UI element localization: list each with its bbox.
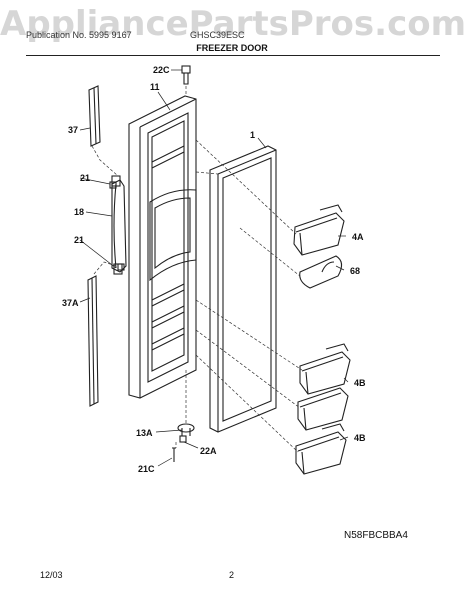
- callout-22a: 22A: [200, 446, 217, 456]
- callout-1: 1: [250, 130, 256, 140]
- page-title: FREEZER DOOR: [196, 43, 268, 53]
- callout-leaders: [79, 69, 349, 467]
- callout-37: 37: [68, 125, 79, 135]
- clip-upper: [109, 181, 117, 189]
- door-handle: [111, 175, 127, 275]
- diagram-id: N58FBCBBA4: [344, 530, 408, 541]
- hinge-bushing: [172, 423, 195, 462]
- door-bin-4b-2: [297, 387, 349, 431]
- trim-strip-top: [88, 85, 101, 147]
- callout-4b-upper: 4B: [354, 378, 366, 388]
- publication-number: Publication No. 5995 9167: [26, 30, 132, 40]
- callout-21-lower: 21: [74, 235, 85, 245]
- callout-21c: 21C: [138, 464, 155, 474]
- callout-37a: 37A: [62, 298, 79, 308]
- callout-18: 18: [74, 207, 85, 217]
- header-rule: [26, 55, 440, 56]
- callout-11: 11: [150, 82, 160, 92]
- door-bin-4a: [293, 204, 345, 256]
- door-gasket: [209, 145, 277, 433]
- callout-4b-lower: 4B: [354, 433, 366, 443]
- callout-13a: 13A: [136, 428, 153, 438]
- watermark: AppliancePartsPros.com: [0, 4, 464, 44]
- part-68: [299, 255, 343, 289]
- page-number: 2: [229, 570, 235, 580]
- callout-22c: 22C: [153, 65, 170, 75]
- callout-21-upper: 21: [80, 173, 91, 183]
- callout-4a: 4A: [352, 232, 364, 242]
- trim-strip-bottom: [87, 275, 99, 407]
- door-bin-4b-3: [295, 423, 347, 475]
- screw-22c: [181, 65, 191, 85]
- door-bin-4b-1: [299, 343, 351, 395]
- footer-date: 12/03: [40, 570, 63, 580]
- callout-68: 68: [350, 266, 361, 276]
- door-panel: [128, 95, 197, 399]
- clip-lower: [117, 263, 125, 271]
- assembly-guides: [91, 86, 303, 453]
- model-number: GHSC39ESC: [190, 30, 245, 40]
